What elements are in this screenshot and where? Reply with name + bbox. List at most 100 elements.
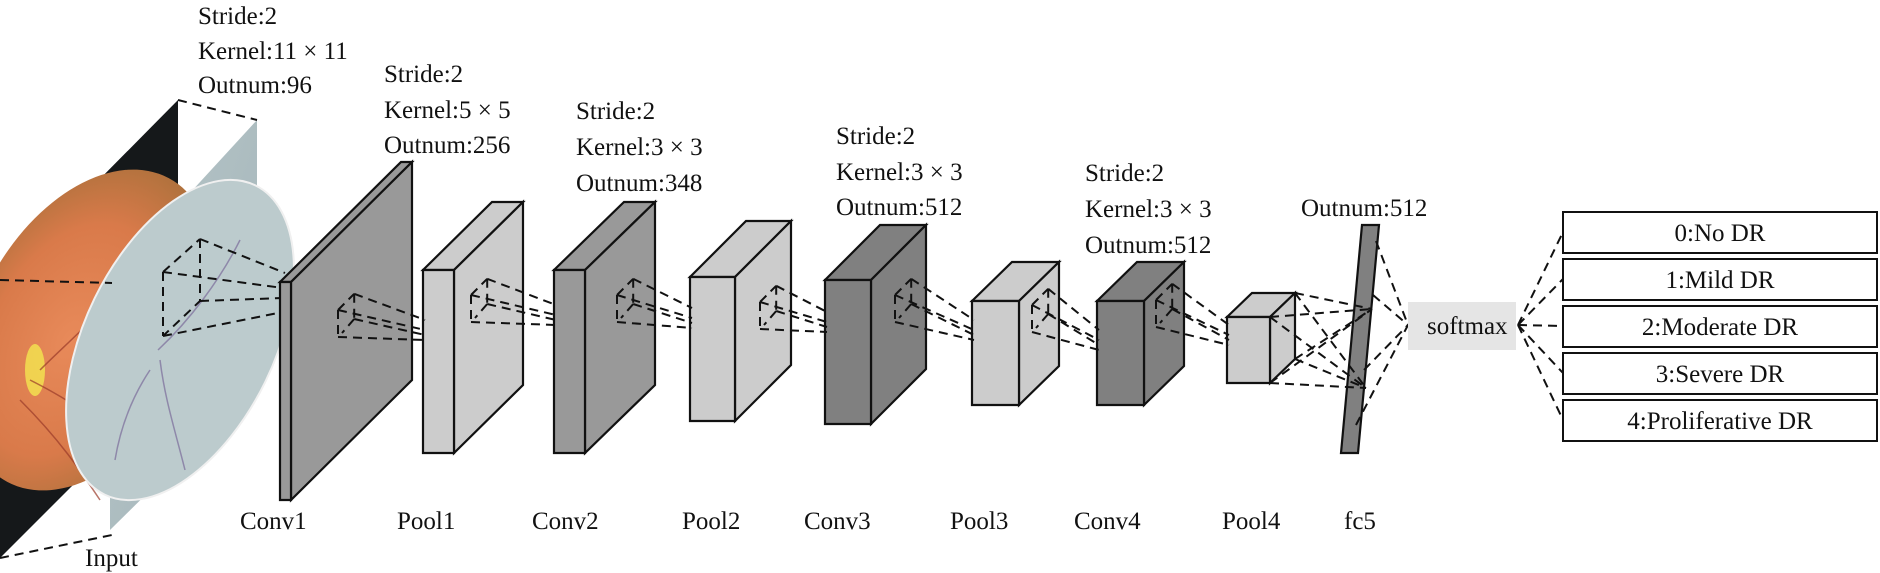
connection-line	[1517, 231, 1564, 326]
softmax-box	[1408, 302, 1516, 350]
connection-line	[1047, 313, 1100, 346]
params-conv1: Stride:2 Kernel:11 × 11 Outnum:96	[198, 3, 348, 99]
layer-block-conv1	[277, 159, 415, 503]
connection-line	[616, 294, 693, 319]
block-front-face	[278, 280, 293, 502]
connection-line	[632, 303, 693, 324]
class-label: 0:No DR	[1675, 220, 1766, 247]
param-outnum: Outnum:512	[836, 194, 962, 221]
softmax-node: softmax	[1408, 302, 1516, 350]
layer-label-conv3: Conv3	[804, 508, 871, 535]
param-stride: Stride:2	[384, 61, 463, 88]
connection-line	[1517, 324, 1564, 327]
param-outnum: Outnum:512	[1301, 195, 1427, 222]
block-front-face	[970, 299, 1021, 407]
class-label: 2:Moderate DR	[1642, 314, 1799, 341]
connections-group	[337, 231, 1564, 426]
class-label: 4:Proliferative DR	[1627, 408, 1813, 435]
layer-label-conv2: Conv2	[532, 508, 599, 535]
layer-block-pool1	[420, 199, 526, 456]
connection-line	[1047, 288, 1100, 331]
param-kernel: Kernel:3 × 3	[836, 159, 963, 186]
layer-label-conv4: Conv4	[1074, 508, 1141, 535]
projection-line	[177, 99, 258, 121]
connection-line	[632, 277, 693, 309]
block-front-face	[1225, 315, 1272, 385]
connection-line	[616, 278, 634, 296]
connection-line	[1375, 240, 1409, 326]
class-box-4: 4:Proliferative DR	[1562, 399, 1878, 442]
connection-line	[1155, 283, 1173, 301]
block-front-face	[823, 278, 873, 426]
connection-line	[894, 278, 912, 296]
class-box-3: 3:Severe DR	[1562, 352, 1878, 395]
block-front-face	[1095, 299, 1146, 407]
connection-line	[1517, 324, 1564, 421]
params-pool1: Stride:2 Kernel:5 × 5 Outnum:256	[384, 61, 511, 159]
param-kernel: Kernel:3 × 3	[1085, 196, 1212, 223]
params-conv4: Stride:2 Kernel:3 × 3 Outnum:512	[1085, 160, 1212, 259]
layer-block-fc5	[1339, 223, 1381, 455]
layers-group	[277, 159, 1381, 503]
param-stride: Stride:2	[836, 123, 915, 150]
param-stride: Stride:2	[576, 98, 655, 125]
param-outnum: Outnum:256	[384, 132, 510, 159]
layer-block-pool2	[687, 218, 794, 424]
connection-line	[353, 318, 426, 336]
connection-line	[898, 303, 912, 319]
layer-label-pool4: Pool4	[1222, 508, 1281, 535]
connection-line	[1031, 288, 1049, 306]
class-label: 1:Mild DR	[1665, 267, 1774, 294]
layer-block-conv3	[822, 222, 929, 427]
layer-block-pool4	[1224, 290, 1298, 386]
block-front-face	[688, 275, 737, 423]
connection-line	[620, 303, 634, 319]
param-kernel: Kernel:3 × 3	[576, 134, 703, 161]
params-conv3: Stride:2 Kernel:3 × 3 Outnum:512	[836, 123, 963, 221]
connection-line	[894, 321, 975, 341]
connection-line	[1372, 294, 1409, 326]
connection-line	[1517, 324, 1564, 374]
layer-block-pool3	[969, 259, 1062, 408]
class-label: 3:Severe DR	[1656, 361, 1785, 388]
param-outnum: Outnum:512	[1085, 232, 1211, 259]
connection-line	[763, 310, 777, 326]
connection-line	[1294, 292, 1367, 389]
connection-line	[910, 277, 975, 321]
projection-line	[0, 279, 113, 284]
connection-line	[759, 328, 828, 333]
layer-label-pool3: Pool3	[950, 508, 1008, 535]
param-stride: Stride:2	[1085, 160, 1164, 187]
input-kernel-frustum	[162, 238, 286, 337]
connection-line	[470, 278, 488, 296]
connection-line	[1031, 304, 1100, 341]
param-outnum: Outnum:96	[198, 72, 312, 99]
block-front-face	[552, 268, 587, 455]
connection-line	[474, 303, 488, 319]
layer-label-pool1: Pool1	[397, 508, 455, 535]
connection-line	[1294, 358, 1367, 389]
fundus-gray-image	[65, 120, 295, 530]
layer-label-input: Input	[85, 545, 138, 572]
connection-line	[1294, 292, 1373, 310]
connection-line	[353, 292, 426, 321]
layer-labels: Conv1 Pool1 Conv2 Pool2 Conv3 Pool3 Conv…	[85, 508, 1376, 572]
param-stride: Stride:2	[198, 3, 277, 30]
params-fc5: Outnum:512	[1301, 195, 1427, 222]
layer-label-fc5: fc5	[1344, 508, 1376, 535]
connection-line	[341, 318, 355, 334]
connection-line	[616, 321, 693, 329]
class-box-2: 2:Moderate DR	[1562, 305, 1878, 348]
connection-line	[486, 303, 557, 321]
params-conv2: Stride:2 Kernel:3 × 3 Outnum:348	[576, 98, 703, 197]
param-kernel: Kernel:11 × 11	[198, 38, 348, 65]
layer-label-pool2: Pool2	[682, 508, 740, 535]
param-kernel: Kernel:5 × 5	[384, 97, 511, 124]
layer-block-conv2	[551, 199, 658, 456]
connection-line	[759, 301, 828, 323]
connection-line	[910, 303, 975, 336]
connection-line	[1035, 313, 1049, 329]
fc-bar	[1339, 223, 1381, 455]
connection-line	[1171, 282, 1230, 326]
